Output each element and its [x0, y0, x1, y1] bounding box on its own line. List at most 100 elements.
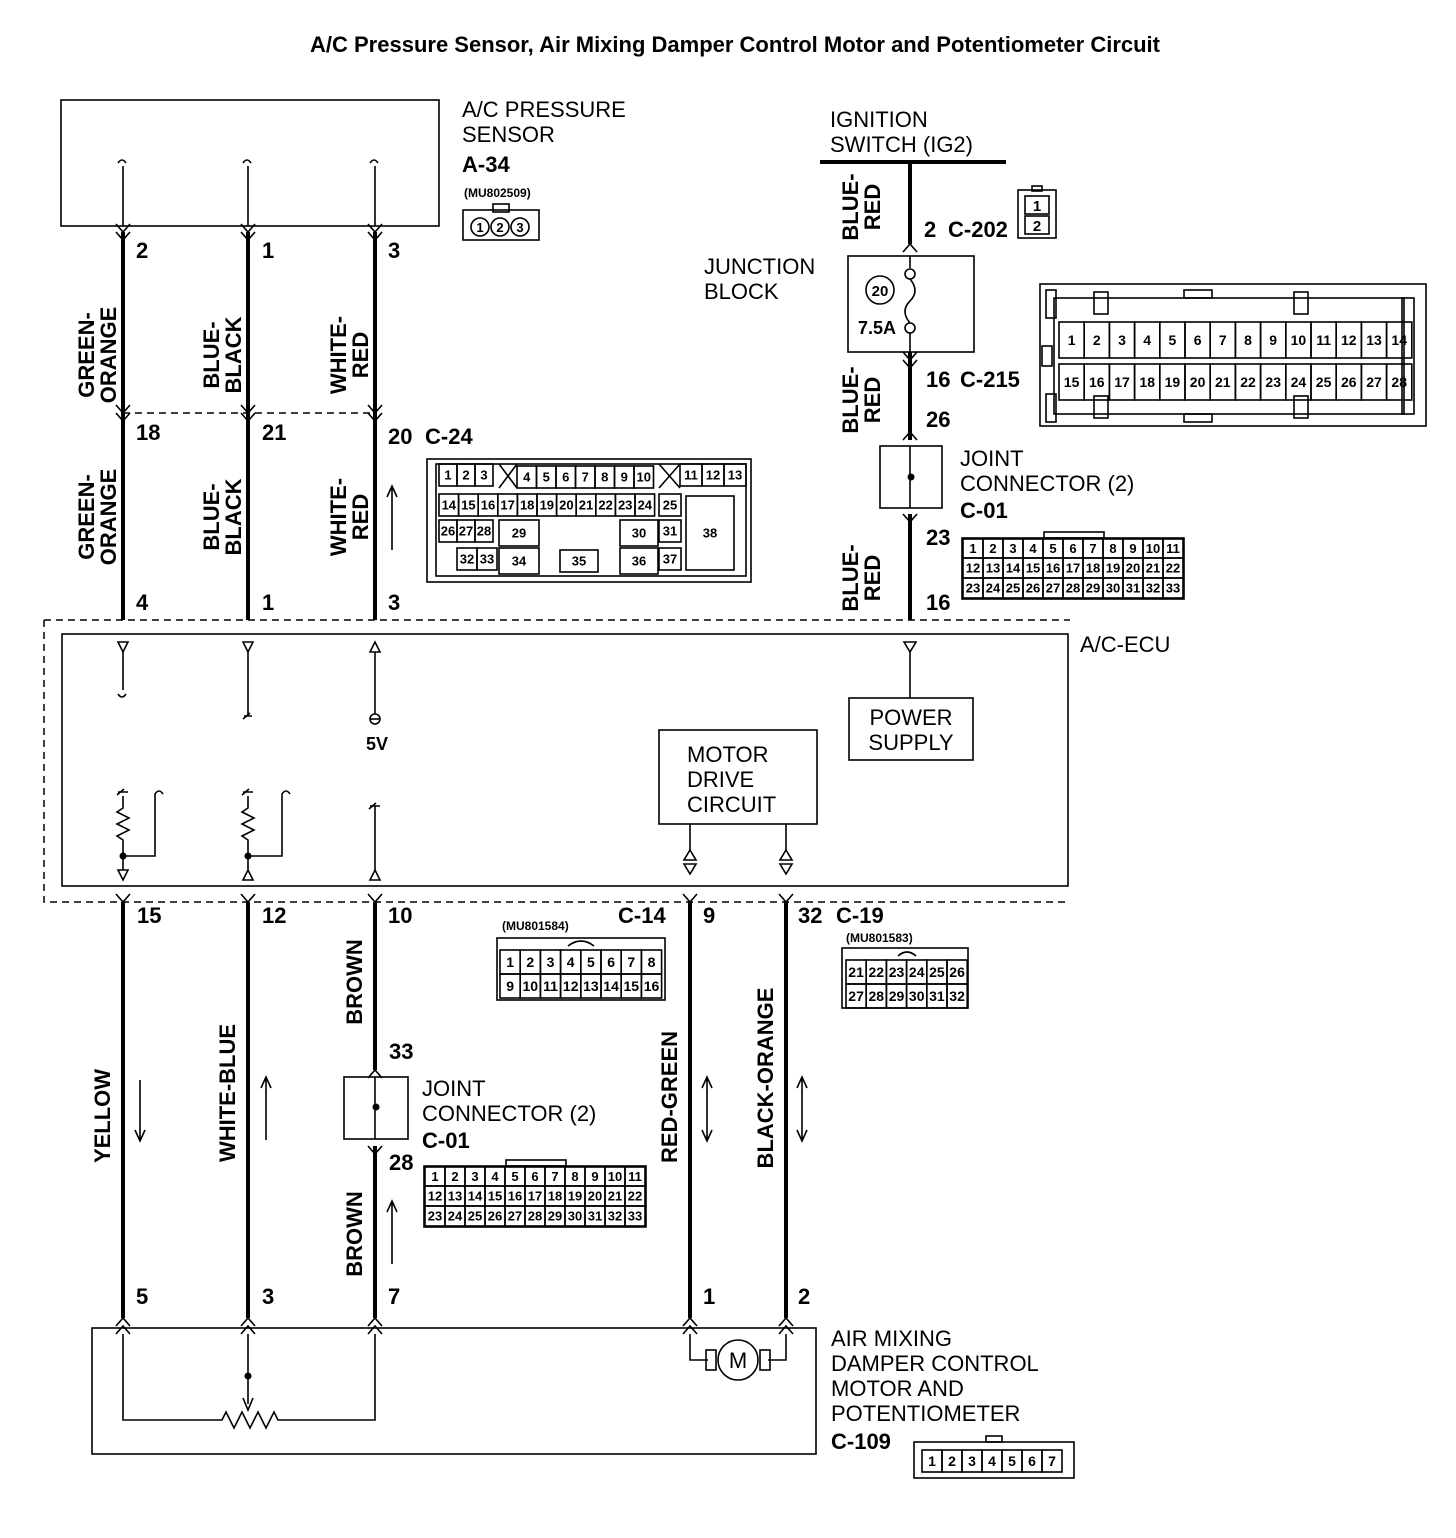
c01a-pin-6: 6 [1069, 541, 1076, 556]
c24-code: C-24 [425, 424, 473, 449]
c24-pin-31: 31 [663, 524, 677, 539]
wire-blue-red-a-1: BLUE- [838, 173, 863, 240]
jc-pin-23: 23 [926, 525, 950, 550]
c24-cell [476, 547, 498, 571]
c01b-pin-25: 25 [468, 1209, 482, 1224]
c14-pin-6: 6 [607, 954, 615, 970]
c24-pin-22: 22 [598, 498, 612, 513]
c202-code: C-202 [948, 217, 1008, 242]
c01b-pin-19: 19 [568, 1189, 582, 1204]
motor-drive-label-3: CIRCUIT [687, 792, 776, 817]
c24-pin-25: 25 [663, 498, 677, 513]
sensor-pin-2: 2 [136, 238, 148, 263]
actuator-label-3: MOTOR AND [831, 1376, 964, 1401]
c01a-pin-29: 29 [1086, 581, 1100, 596]
c24-pin-4: 4 [523, 470, 531, 485]
wire-brown-a: BROWN [342, 939, 367, 1025]
wire-red-green: RED-GREEN [657, 1031, 682, 1163]
c01a-pin-1: 1 [969, 541, 976, 556]
c01a-pin-8: 8 [1109, 541, 1116, 556]
c01a-pin-28: 28 [1066, 581, 1080, 596]
c01a-pin-3: 3 [1009, 541, 1016, 556]
c14-pin-9: 9 [506, 978, 514, 994]
actuator-label-4: POTENTIOMETER [831, 1401, 1020, 1426]
c01b-pin-27: 27 [508, 1209, 522, 1224]
c14-part: (MU801584) [502, 919, 569, 933]
c01b-pin-29: 29 [548, 1209, 562, 1224]
c01b-pin-14: 14 [468, 1189, 483, 1204]
c01b-pin-23: 23 [428, 1209, 442, 1224]
ecu-pin-12: 12 [262, 903, 286, 928]
joint-connector-lower-box [343, 1076, 409, 1140]
c19-pin-24: 24 [909, 964, 925, 980]
ecu-pin-15: 15 [137, 903, 161, 928]
c14-pin-1: 1 [506, 954, 514, 970]
c01a-pin-25: 25 [1006, 581, 1020, 596]
c215-pin-24: 24 [1291, 374, 1307, 390]
c01b-pin-22: 22 [628, 1189, 642, 1204]
c01b-pin-13: 13 [448, 1189, 462, 1204]
c215-pin-13: 13 [1366, 332, 1382, 348]
c01b-pin-28: 28 [528, 1209, 542, 1224]
c24-pin-20: 20 [388, 424, 412, 449]
c24-pin-17: 17 [500, 498, 514, 513]
act-pin-1: 1 [703, 1284, 715, 1309]
c01a-pin-24: 24 [986, 581, 1001, 596]
upper-wires [121, 232, 377, 620]
motor-symbol: M [729, 1348, 747, 1373]
wire-blue-red-b-2: RED [860, 377, 885, 423]
c19-pin-26: 26 [949, 964, 965, 980]
c24-pin-35: 35 [572, 554, 586, 569]
c215-cell [1385, 321, 1413, 359]
wire-blue-red-c-2: RED [860, 555, 885, 601]
c01a-pin-17: 17 [1066, 561, 1080, 576]
pressure-sensor-code: A-34 [462, 152, 510, 177]
c215-pin-22: 22 [1240, 374, 1256, 390]
act-pin-7: 7 [388, 1284, 400, 1309]
power-supply-label-2: SUPPLY [868, 730, 954, 755]
c24-cell [633, 465, 655, 489]
c01a-pin-27: 27 [1046, 581, 1060, 596]
c01a-pin-5: 5 [1049, 541, 1056, 556]
c24-pin-11: 11 [684, 468, 698, 483]
c215-pin-26: 26 [1341, 374, 1357, 390]
c109-pin-1: 1 [928, 1453, 936, 1469]
c01a-pin-14: 14 [1006, 561, 1021, 576]
c215-pin-20: 20 [1190, 374, 1206, 390]
ecu-pin-32: 32 [798, 903, 822, 928]
c19-cell [946, 983, 969, 1009]
c109-cell [1041, 1449, 1063, 1473]
fuse-rating: 7.5A [858, 318, 896, 338]
c01b-pin-5: 5 [511, 1169, 518, 1184]
c01a-pin-15: 15 [1026, 561, 1040, 576]
c01a-pin-9: 9 [1129, 541, 1136, 556]
jc2-pin-33: 33 [389, 1039, 413, 1064]
ecu-power-pin: 16 [926, 590, 950, 615]
c202-pin-2: 2 [1033, 218, 1041, 235]
wire-blue-red-b-1: BLUE- [838, 366, 863, 433]
c01b-pin-9: 9 [591, 1169, 598, 1184]
wire-blue-black-b-2: BLACK [221, 478, 246, 555]
c24-pin-33: 33 [480, 552, 494, 567]
c24-cell [619, 519, 659, 547]
c01b-pin-6: 6 [531, 1169, 538, 1184]
c14-pin-14: 14 [603, 978, 619, 994]
c01b-pin-16: 16 [508, 1189, 522, 1204]
act-pin-5: 5 [136, 1284, 148, 1309]
c01a-pin-4: 4 [1029, 541, 1037, 556]
c24-pin-24: 24 [638, 498, 653, 513]
ignition-label-1: IGNITION [830, 107, 928, 132]
c24-pin-26: 26 [441, 524, 455, 539]
c19-pin-25: 25 [929, 964, 945, 980]
ecu-box [61, 633, 1069, 887]
c215-pin-2: 2 [1093, 332, 1101, 348]
c215-pin-4: 4 [1143, 332, 1151, 348]
joint-connector-upper-box [879, 445, 943, 509]
pressure-sensor-label-2: SENSOR [462, 122, 555, 147]
c01a-pin-18: 18 [1086, 561, 1100, 576]
c01a-pin-11: 11 [1166, 541, 1180, 556]
c01b-pin-3: 3 [471, 1169, 478, 1184]
